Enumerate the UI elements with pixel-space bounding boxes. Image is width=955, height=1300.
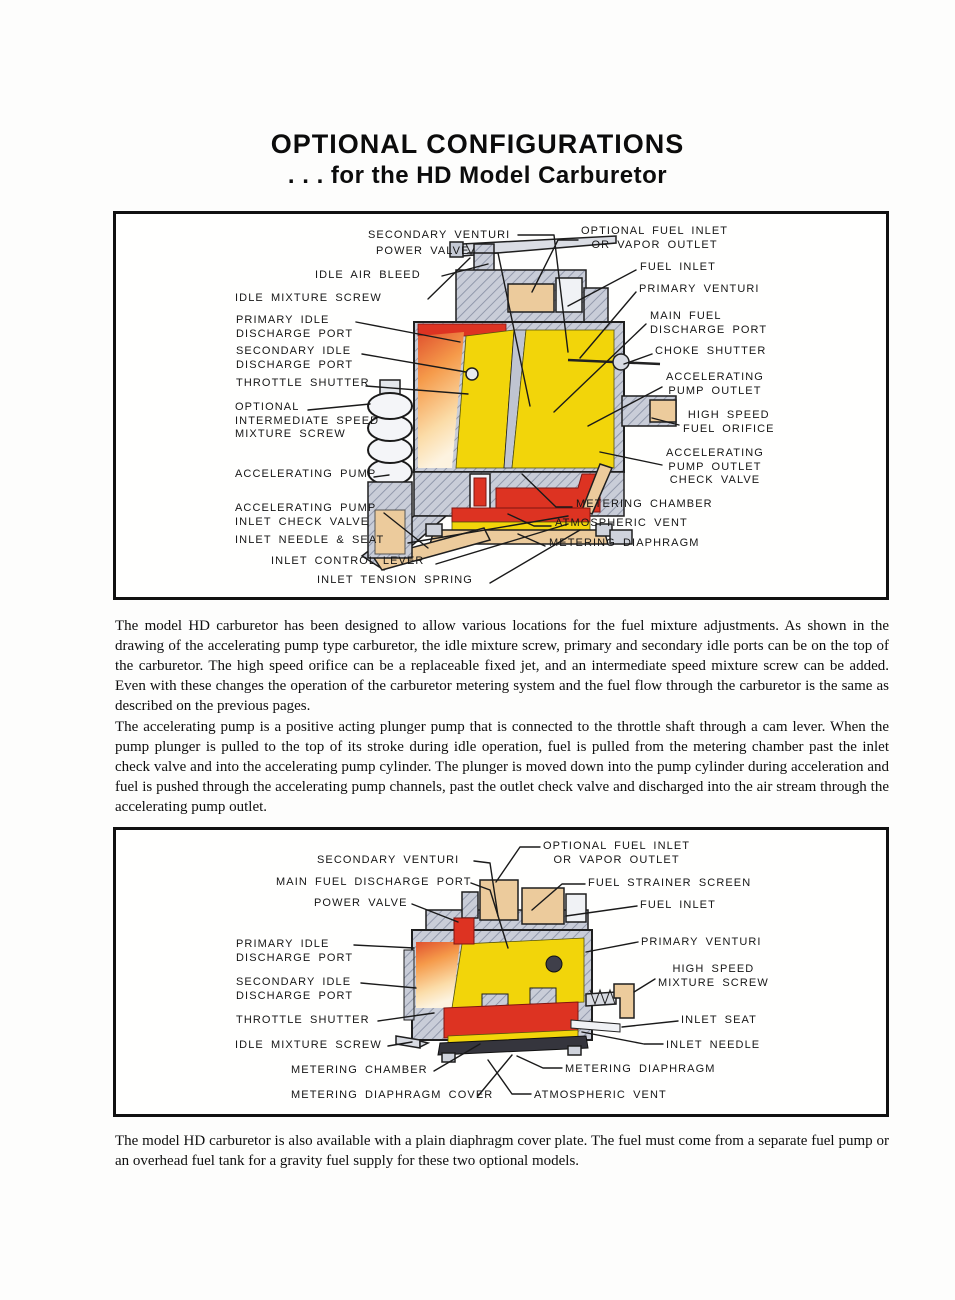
label-d2-optional-fuel-inlet: OPTIONAL FUEL INLET OR VAPOR OUTLET	[543, 840, 691, 866]
label-d1-metering-diaphragm: METERING DIAPHRAGM	[549, 537, 700, 549]
label-d2-throttle-shutter: THROTTLE SHUTTER	[236, 1014, 370, 1026]
label-d2-primary-idle-discharge-port: PRIMARY IDLE DISCHARGE PORT	[236, 938, 354, 964]
label-d1-main-fuel-discharge-port: MAIN FUEL DISCHARGE PORT	[650, 310, 768, 336]
paragraph-3: The model HD carburetor is also availabl…	[115, 1133, 889, 1169]
label-d1-atmospheric-vent: ATMOSPHERIC VENT	[555, 517, 688, 529]
label-d2-secondary-venturi: SECONDARY VENTURI	[317, 854, 460, 866]
label-d2-inlet-seat: INLET SEAT	[681, 1014, 757, 1026]
diagram2-leader-lines	[353, 846, 679, 1097]
label-d2-power-valve: POWER VALVE	[314, 897, 408, 909]
carburetor-cross-section-plain-diaphragm	[353, 846, 679, 1097]
label-d2-fuel-inlet: FUEL INLET	[640, 899, 716, 911]
label-d1-inlet-needle-seat: INLET NEEDLE & SEAT	[235, 534, 385, 546]
diagram1-box: SECONDARY VENTURI POWER VALVE IDLE AIR B…	[113, 211, 889, 600]
label-d1-optional-intermediate-speed-mixture-screw: OPTIONAL INTERMEDIATE SPEED MIXTURE SCRE…	[235, 401, 380, 440]
label-d1-accelerating-pump-outlet: ACCELERATING PUMP OUTLET	[666, 371, 764, 397]
label-d1-power-valve: POWER VALVE	[376, 245, 470, 257]
label-d2-metering-diaphragm-cover: METERING DIAPHRAGM COVER	[291, 1089, 494, 1101]
paragraph-2: The accelerating pump is a positive acti…	[115, 719, 889, 815]
paragraph-1: The model HD carburetor has been designe…	[115, 618, 889, 714]
label-d2-inlet-needle: INLET NEEDLE	[666, 1039, 761, 1051]
label-d1-inlet-control-lever: INLET CONTROL LEVER	[271, 555, 425, 567]
diagram2-box: SECONDARY VENTURI MAIN FUEL DISCHARGE PO…	[113, 827, 889, 1117]
label-d1-accelerating-pump-inlet-check-valve: ACCELERATING PUMP INLET CHECK VALVE	[235, 502, 377, 528]
label-d2-primary-venturi: PRIMARY VENTURI	[641, 936, 762, 948]
label-d1-accelerating-pump: ACCELERATING PUMP	[235, 468, 377, 480]
label-d1-secondary-idle-discharge-port: SECONDARY IDLE DISCHARGE PORT	[236, 345, 354, 371]
label-d1-idle-air-bleed: IDLE AIR BLEED	[315, 269, 421, 281]
label-d2-idle-mixture-screw: IDLE MIXTURE SCREW	[235, 1039, 382, 1051]
label-d1-high-speed-fuel-orifice: HIGH SPEED FUEL ORIFICE	[683, 409, 775, 435]
label-d1-metering-chamber: METERING CHAMBER	[576, 498, 713, 510]
label-d1-throttle-shutter: THROTTLE SHUTTER	[236, 377, 370, 389]
label-d1-idle-mixture-screw: IDLE MIXTURE SCREW	[235, 292, 382, 304]
label-d1-optional-fuel-inlet: OPTIONAL FUEL INLET OR VAPOR OUTLET	[581, 225, 729, 251]
label-d2-metering-diaphragm: METERING DIAPHRAGM	[565, 1063, 716, 1075]
label-d2-secondary-idle-discharge-port: SECONDARY IDLE DISCHARGE PORT	[236, 976, 354, 1002]
label-d2-atmospheric-vent: ATMOSPHERIC VENT	[534, 1089, 667, 1101]
label-d2-main-fuel-discharge-port: MAIN FUEL DISCHARGE PORT	[276, 876, 472, 888]
label-d2-metering-chamber: METERING CHAMBER	[291, 1064, 428, 1076]
label-d2-high-speed-mixture-screw: HIGH SPEED MIXTURE SCREW	[658, 963, 769, 989]
carburetor-cross-section-accelerating-pump	[307, 234, 680, 584]
label-d1-secondary-venturi: SECONDARY VENTURI	[368, 229, 511, 241]
label-d1-fuel-inlet: FUEL INLET	[640, 261, 716, 273]
page-title: OPTIONAL CONFIGURATIONS . . . for the HD…	[0, 128, 955, 191]
label-d1-primary-idle-discharge-port: PRIMARY IDLE DISCHARGE PORT	[236, 314, 354, 340]
page-title-line2: . . . for the HD Model Carburetor	[287, 162, 668, 189]
label-d1-primary-venturi: PRIMARY VENTURI	[639, 283, 760, 295]
label-d1-accelerating-pump-outlet-check-valve: ACCELERATING PUMP OUTLET CHECK VALVE	[666, 447, 764, 486]
label-d1-inlet-tension-spring: INLET TENSION SPRING	[317, 574, 473, 586]
label-d2-fuel-strainer-screen: FUEL STRAINER SCREEN	[588, 877, 752, 889]
label-d1-choke-shutter: CHOKE SHUTTER	[655, 345, 767, 357]
diagram1-leader-lines	[307, 234, 680, 584]
page-title-line1: OPTIONAL CONFIGURATIONS	[270, 129, 685, 159]
